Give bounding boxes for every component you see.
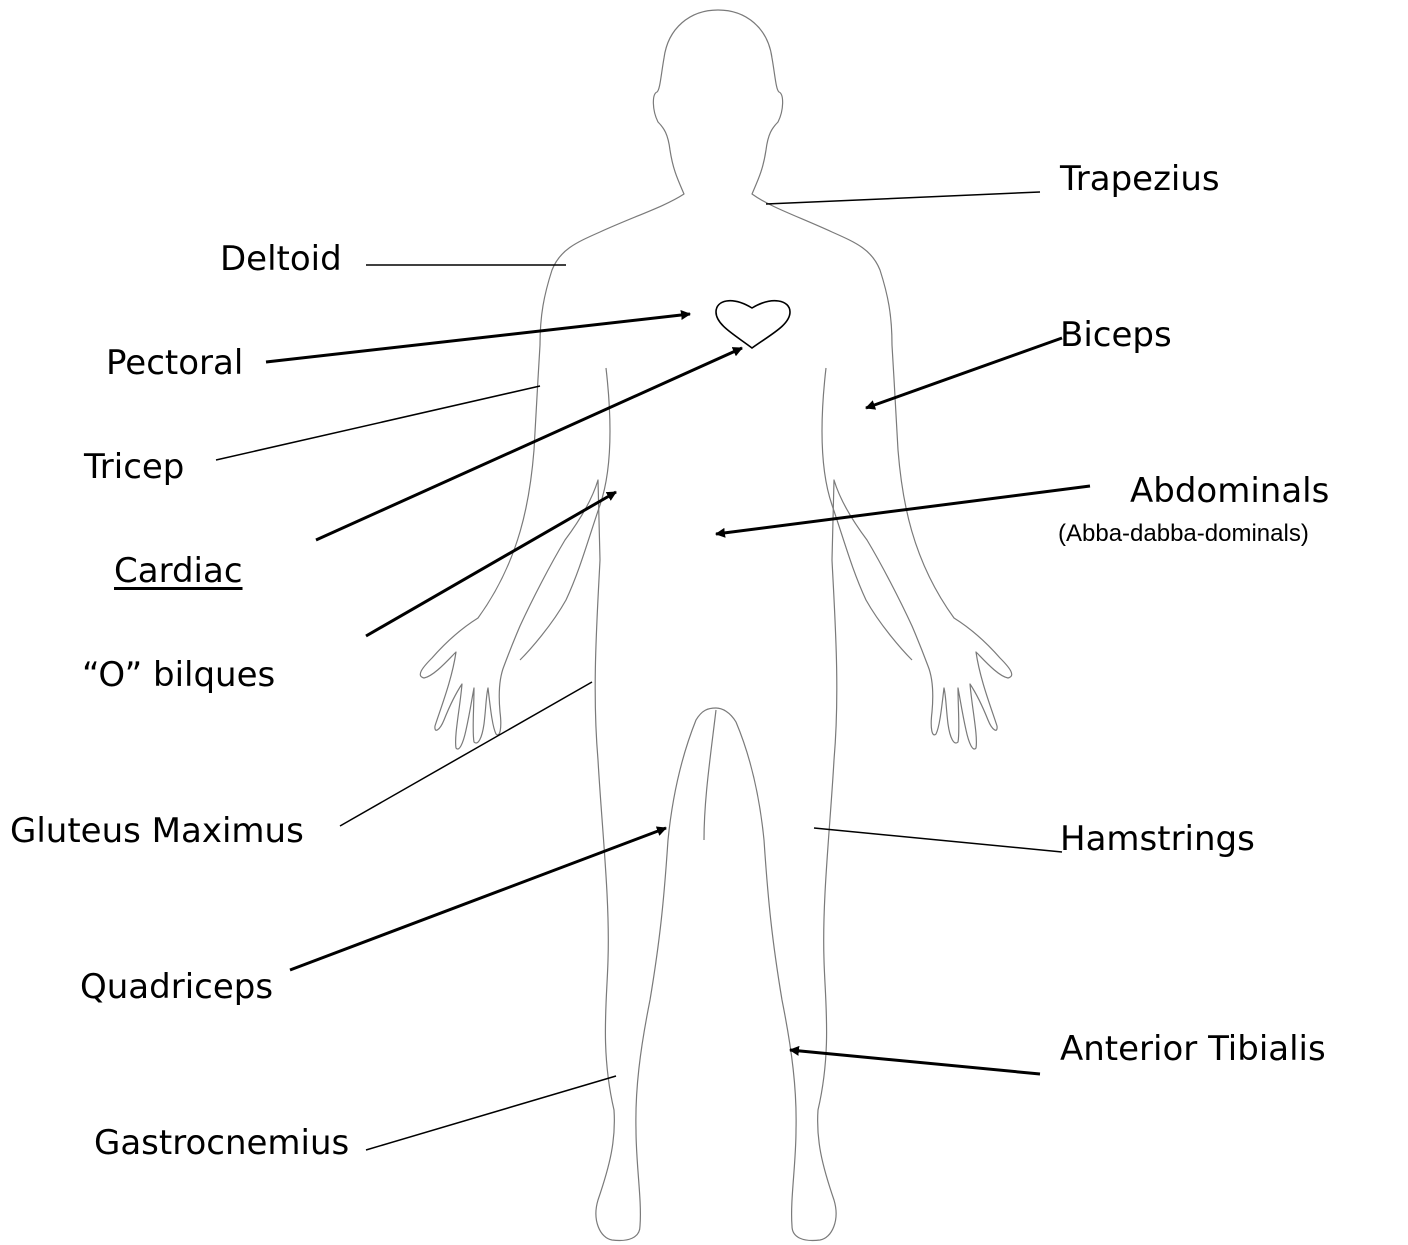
line-tricep [216,386,540,460]
pointer-arrows [266,314,1090,1074]
arrow-biceps [866,338,1062,408]
label-quadriceps: Quadriceps [80,970,273,1004]
label-abdominals: Abdominals [1130,474,1329,508]
label-gastrocnemius: Gastrocnemius [94,1126,349,1160]
line-gastrocnemius [366,1076,616,1150]
inner-arm-left [520,368,610,660]
label-biceps: Biceps [1060,318,1172,352]
label-tricep: Tricep [84,450,184,484]
label-anterior-tibialis: Anterior Tibialis [1060,1032,1326,1066]
arrow-pectoral [266,314,690,362]
arrow-anterior-tibialis [790,1050,1040,1074]
label-pectoral: Pectoral [106,346,243,380]
arrow-quadriceps [290,828,666,970]
heart-shape [716,301,790,348]
body-outline [420,10,1011,1240]
leader-lines [216,192,1062,1150]
label-hamstrings: Hamstrings [1060,822,1255,856]
arrow-obliques [366,492,616,636]
label-gluteus-maximus: Gluteus Maximus [10,814,304,848]
line-hamstrings [814,828,1062,852]
label-obliques: “O” bilques [82,658,275,692]
body-silhouette [420,10,1011,1240]
line-gluteus [340,682,592,826]
arrow-cardiac [316,348,742,540]
line-trapezius [766,192,1040,204]
inner-leg-left [704,710,716,840]
label-deltoid: Deltoid [220,242,342,276]
label-trapezius: Trapezius [1060,162,1220,196]
label-cardiac: Cardiac [114,554,243,588]
label-abdominals-note: (Abba-dabba-dominals) [1058,522,1309,546]
